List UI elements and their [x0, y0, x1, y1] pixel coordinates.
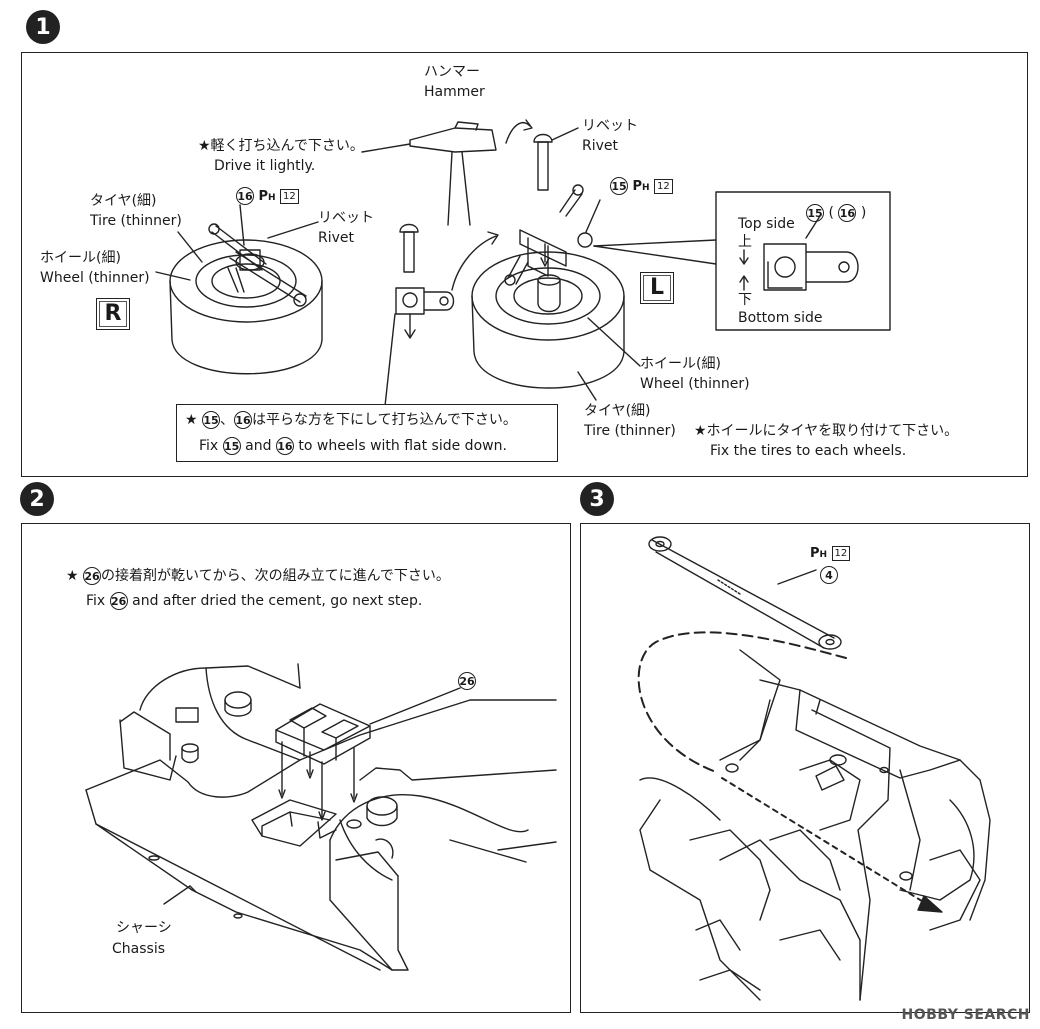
- part-4-callout: 4: [820, 566, 838, 584]
- bottom-side-label: Bottom side: [738, 310, 823, 326]
- tire-thinner-2-jp: タイヤ(細): [584, 403, 651, 419]
- parts-sheet-ref: PH: [258, 189, 276, 204]
- chassis-label-en: Chassis: [112, 941, 165, 957]
- paren-close: ): [860, 205, 867, 221]
- part-number-26: 26: [109, 592, 128, 610]
- note-and: and: [245, 438, 272, 454]
- page-ref: 12: [279, 188, 299, 204]
- part-15-callout: 15 PH 12: [610, 177, 673, 197]
- note-separator: 、: [220, 412, 235, 428]
- cement-note-jp: ★ 26の接着剤が乾いてから、次の組み立てに進んで下さい。: [66, 567, 450, 585]
- part-26-drawing: [275, 687, 461, 821]
- part-number-15: 15: [202, 411, 221, 429]
- note-star: ★: [66, 568, 79, 584]
- part-4-rod-drawing: [648, 536, 842, 650]
- part-26-callout: 26: [458, 672, 476, 690]
- wheel-l-drawing: [471, 184, 625, 389]
- step3-parts-ref: PH 12: [810, 545, 851, 564]
- part-number-16: 16: [838, 204, 857, 222]
- wheel-thinner-2-en: Wheel (thinner): [640, 376, 750, 392]
- part-number-26: 26: [458, 672, 476, 690]
- part-number-16: 16: [234, 411, 253, 429]
- rivet-top-label-jp: リベット: [582, 118, 638, 134]
- side-l-label: L: [640, 272, 674, 304]
- rivet-top-label-en: Rivet: [582, 138, 619, 154]
- wheel-r-drawing: [169, 223, 323, 375]
- flat-side-note-en: to wheels with flat side down.: [298, 438, 507, 454]
- part-number-4: 4: [820, 566, 838, 584]
- rivet-left-label-en: Rivet: [318, 230, 355, 246]
- part-number-26: 26: [83, 567, 102, 585]
- top-side-label: Top side: [738, 216, 795, 232]
- parts-sheet-ref: PH: [810, 546, 828, 561]
- part-15-drawing: [395, 287, 455, 339]
- note-fix: Fix: [86, 593, 106, 609]
- part-number-16: 16: [236, 187, 254, 205]
- watermark-logo: HOBBY SEARCH: [901, 1007, 1030, 1023]
- part-number-15: 15: [610, 177, 628, 195]
- tire-thinner-label-jp: タイヤ(細): [90, 193, 157, 209]
- step-2-badge: 2: [20, 482, 54, 516]
- hammer-drawing: [409, 119, 533, 226]
- cement-note-jp-text: の接着剤が乾いてから、次の組み立てに進んで下さい。: [101, 568, 450, 584]
- tire-thinner-label-en: Tire (thinner): [90, 213, 182, 229]
- step-1-badge: 1: [26, 10, 60, 44]
- wheel-thinner-2-jp: ホイール(細): [640, 356, 721, 372]
- part-number-16: 16: [275, 437, 294, 455]
- cement-note-en: Fix 26 and after dried the cement, go ne…: [86, 592, 422, 610]
- part-number-15: 15: [806, 204, 824, 222]
- page-ref: 12: [653, 178, 673, 194]
- step-3-badge: 3: [580, 482, 614, 516]
- part-number-15: 15: [222, 437, 241, 455]
- fit-tires-note-en: Fix the tires to each wheels.: [710, 443, 907, 459]
- rivet-top-drawing: [533, 133, 553, 191]
- cement-note-en-text: and after dried the cement, go next step…: [132, 593, 423, 609]
- drive-lightly-en: Drive it lightly.: [214, 158, 316, 174]
- flat-side-note: ★ 15、16は平らな方を下にして打ち込んで下さい。 Fix 15 and 16…: [176, 404, 558, 462]
- hammer-label-jp: ハンマー: [424, 64, 480, 80]
- wheel-thinner-label-en: Wheel (thinner): [40, 270, 150, 286]
- step-1-panel: [21, 52, 1028, 477]
- drive-lightly-jp: ★軽く打ち込んで下さい。: [198, 138, 364, 154]
- note-star: ★: [185, 412, 198, 428]
- note-fix: Fix: [199, 438, 219, 454]
- top-kanji: 上: [738, 234, 752, 250]
- chassis-rear-drawing: [639, 649, 991, 1001]
- inset-part-callout: 15 ( 16 ): [806, 204, 866, 222]
- part-16-callout: 16 PH 12: [236, 187, 299, 207]
- side-r-label: R: [96, 298, 130, 330]
- bottom-kanji: 下: [738, 292, 752, 308]
- rivet-middle-drawing: [399, 223, 419, 273]
- hammer-label-en: Hammer: [424, 84, 485, 100]
- step-2-panel: [21, 523, 571, 1013]
- wheel-thinner-label-jp: ホイール(細): [40, 250, 121, 266]
- rivet-left-label-jp: リベット: [318, 210, 374, 226]
- paren-open: (: [828, 205, 834, 221]
- step-3-panel: [580, 523, 1030, 1013]
- parts-sheet-ref: PH: [632, 179, 650, 194]
- chassis-label-jp: シャーシ: [116, 920, 172, 936]
- page-ref: 12: [831, 545, 851, 561]
- flat-side-note-jp: は平らな方を下にして打ち込んで下さい。: [252, 412, 517, 428]
- tire-thinner-2-en: Tire (thinner): [584, 423, 676, 439]
- fit-tires-note-jp: ★ホイールにタイヤを取り付けて下さい。: [694, 423, 959, 439]
